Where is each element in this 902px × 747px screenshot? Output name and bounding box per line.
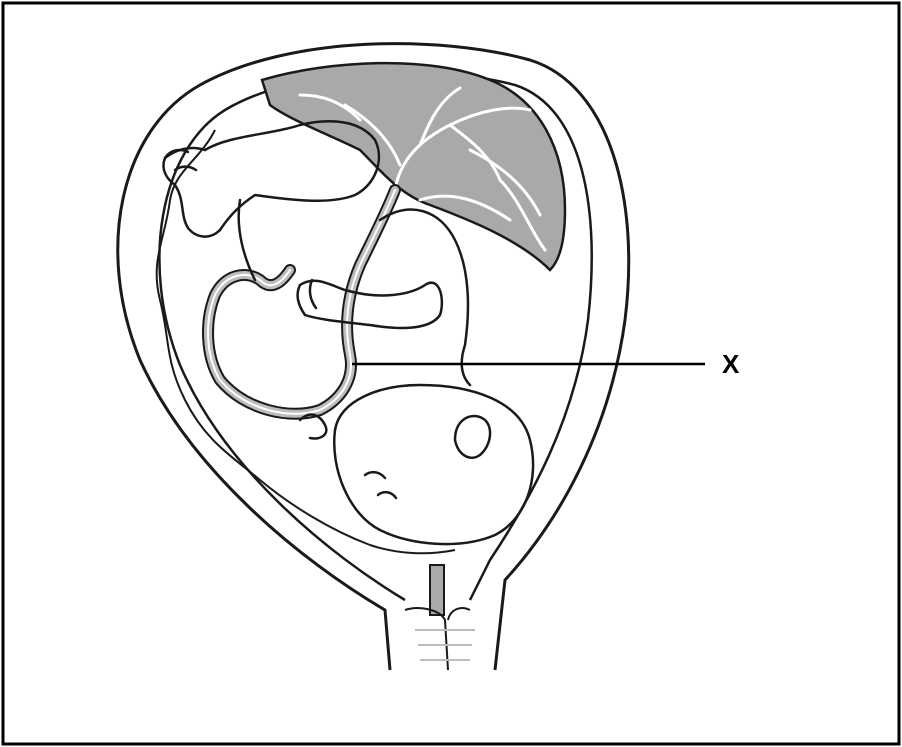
label-x: X <box>722 349 739 379</box>
